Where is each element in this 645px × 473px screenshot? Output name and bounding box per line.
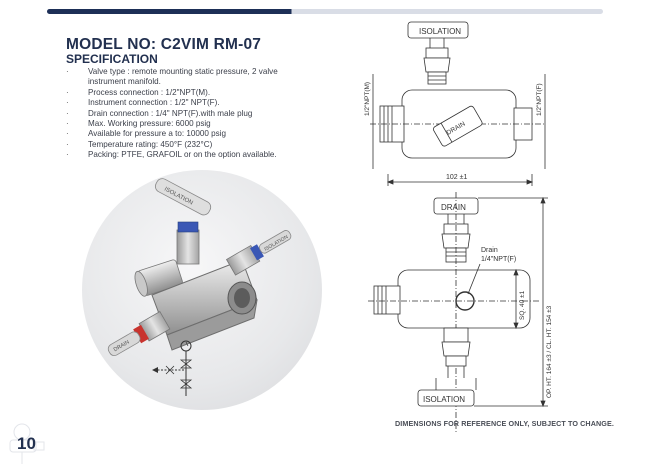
spec-item: Process connection : 1/2"NPT(M). [60, 88, 290, 99]
header-bar [47, 9, 603, 14]
technical-drawing: ISOLATION 1/2"NPT(M) 1/2"NPT(F) DRAIN 10… [364, 21, 553, 434]
product-image: ISOLATION ISOLATION DRAIN [107, 178, 292, 357]
drawing-dim-height: OP. HT. 164 ±3 / CL. HT. 154 ±3 [546, 305, 553, 398]
section-title: SPECIFICATION [66, 52, 158, 66]
drawing-dim-right: 1/2"NPT(F) [536, 83, 543, 116]
spec-item: Packing: PTFE, GRAFOIL or on the option … [60, 150, 290, 161]
page-number: 10 [17, 434, 36, 453]
drawing-note-drain-size: 1/4"NPT(F) [481, 256, 516, 263]
drawing-note-drain: Drain [481, 247, 498, 254]
spec-item: Instrument connection : 1/2" NPT(F). [60, 98, 290, 109]
page-title: MODEL NO: C2VIM RM-07 [66, 36, 262, 53]
spec-list: Valve type : remote mounting static pres… [60, 67, 290, 161]
spec-item: Valve type : remote mounting static pres… [60, 67, 290, 88]
decorative-valve-outline-icon [9, 423, 45, 464]
drawing-label-drain-top: DRAIN [441, 203, 466, 212]
spec-item: Max. Working pressure: 6000 psig [60, 119, 290, 130]
drawing-label-isolation-top: ISOLATION [419, 27, 461, 36]
drawing-dim-square: SQ. 40 ±1 [519, 290, 526, 320]
drawing-label-isolation-bottom: ISOLATION [423, 395, 465, 404]
spec-item: Available for pressure a to: 10000 psig [60, 129, 290, 140]
spec-item: Drain connection : 1/4" NPT(F).with male… [60, 109, 290, 120]
drawing-dim-width: 102 ±1 [446, 174, 467, 181]
spec-item: Temperature rating: 450°F (232°C) [60, 140, 290, 151]
valve-schematic-icon [152, 340, 193, 396]
footer-disclaimer: DIMENSIONS FOR REFERENCE ONLY, SUBJECT T… [395, 419, 614, 428]
drawing-dim-left: 1/2"NPT(M) [364, 82, 371, 116]
